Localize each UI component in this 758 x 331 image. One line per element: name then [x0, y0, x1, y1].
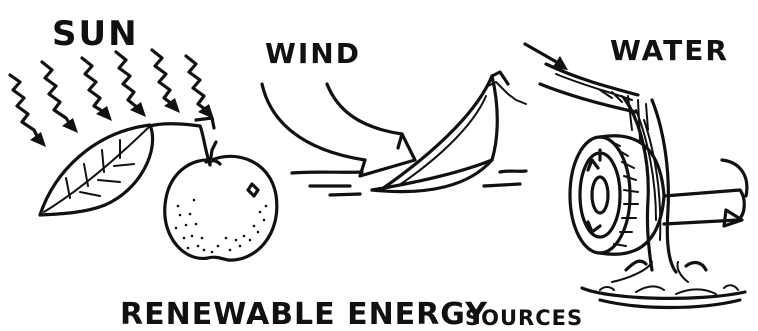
wind-arrow — [262, 84, 415, 176]
sun-ray-3 — [82, 58, 112, 121]
sun-label: SUN — [52, 14, 139, 54]
wind-label: WIND — [265, 37, 361, 70]
apple — [165, 142, 277, 260]
sun-group: SUN — [10, 14, 277, 260]
caption-main: RENEWABLE ENERGY — [120, 297, 488, 331]
water-label: WATER — [610, 34, 729, 67]
caption: RENEWABLE ENERGY SOURCES — [120, 297, 583, 331]
apple-shading — [175, 199, 268, 254]
sun-ray-4 — [116, 52, 146, 117]
sun-ray-1 — [10, 75, 46, 147]
water-splash — [582, 261, 745, 307]
water-stream — [624, 96, 676, 272]
water-group: WATER — [525, 34, 747, 308]
water-chute — [540, 64, 638, 112]
water-flow-arrow — [525, 44, 568, 70]
sun-ray-6 — [186, 56, 214, 119]
sun-ray-5 — [152, 50, 180, 113]
sun-ray-2 — [42, 62, 78, 133]
sun-rays — [10, 50, 214, 147]
caption-sub: SOURCES — [465, 306, 583, 330]
wind-group: WIND — [262, 37, 526, 195]
